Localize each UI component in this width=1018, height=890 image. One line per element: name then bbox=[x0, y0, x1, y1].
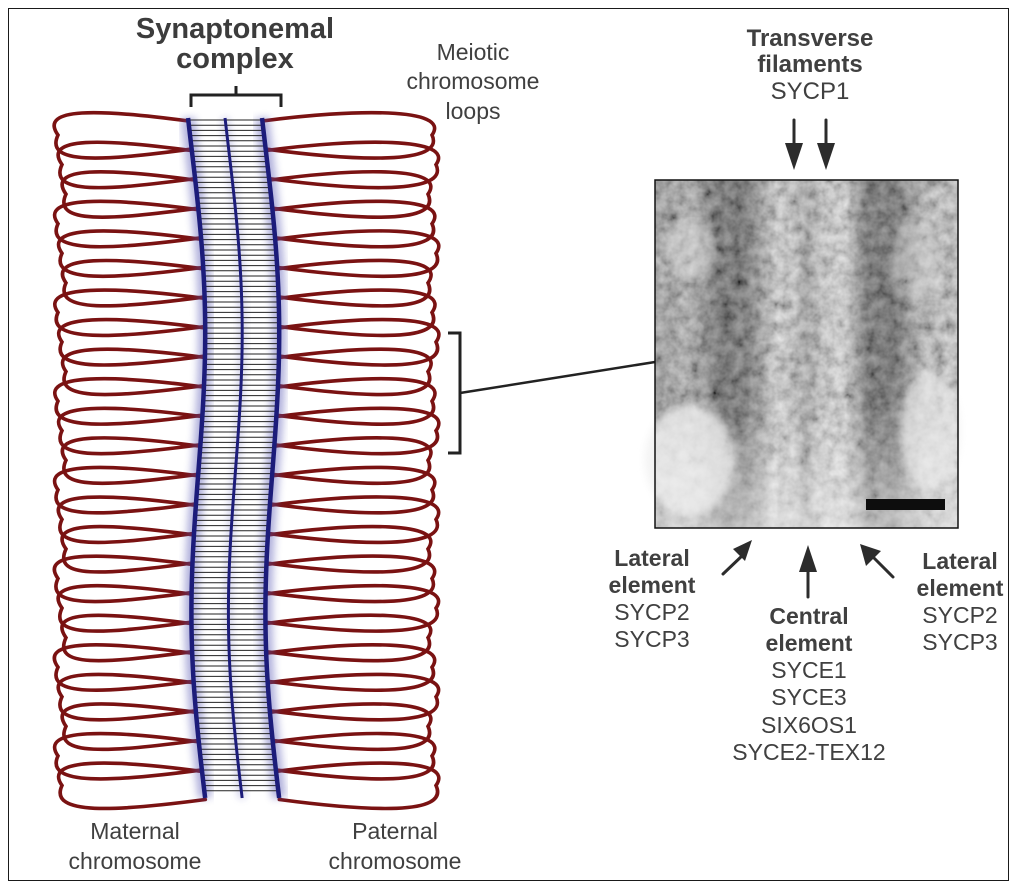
arrow-lateral-left bbox=[723, 540, 752, 574]
maternal-loop bbox=[63, 349, 205, 394]
paternal-loop bbox=[265, 615, 430, 660]
maternal-loop bbox=[59, 763, 206, 808]
maternal-loop bbox=[59, 320, 206, 365]
paternal-loop bbox=[266, 645, 434, 690]
paternal-loop bbox=[276, 379, 435, 424]
paternal-loop bbox=[276, 763, 439, 808]
paternal-loop bbox=[266, 556, 435, 601]
paternal-loop bbox=[272, 438, 431, 483]
paternal-loop bbox=[279, 290, 435, 335]
maternal-label-line2: chromosome bbox=[50, 847, 220, 877]
central-line2: element bbox=[700, 630, 918, 657]
paternal-loop bbox=[268, 497, 439, 542]
paternal-loop bbox=[273, 734, 435, 779]
maternal-loop bbox=[59, 408, 203, 453]
maternal-loop bbox=[55, 379, 204, 424]
paternal-label-line2: chromosome bbox=[308, 847, 482, 877]
tf-protein: SYCP1 bbox=[712, 79, 908, 105]
paternal-loop bbox=[275, 231, 439, 276]
transverse-filaments-label: Transverse filaments SYCP1 bbox=[712, 26, 908, 105]
maternal-loop bbox=[58, 142, 195, 187]
paternal-loop bbox=[277, 260, 431, 305]
maternal-loop bbox=[58, 497, 196, 542]
central-protein-4: SYCE2-TEX12 bbox=[700, 739, 918, 766]
lateral-left-line2: element bbox=[592, 572, 712, 599]
maternal-loop bbox=[58, 674, 196, 719]
maternal-loop bbox=[58, 586, 191, 631]
maternal-loop bbox=[54, 556, 192, 601]
central-protein-3: SIX6OS1 bbox=[700, 712, 918, 739]
lateral-element-left-label: Lateral element SYCP2 SYCP3 bbox=[592, 545, 712, 654]
em-micrograph bbox=[645, 180, 960, 528]
maternal-loop bbox=[59, 231, 204, 276]
central-protein-2: SYCE3 bbox=[700, 684, 918, 711]
paternal-loop bbox=[272, 201, 434, 246]
maternal-loop bbox=[54, 113, 191, 158]
lateral-right-line1: Lateral bbox=[900, 548, 1018, 575]
sc-title-line1: Synaptonemal bbox=[104, 14, 366, 44]
loops-label-line2: chromosome bbox=[382, 67, 564, 96]
sc-title-line2: complex bbox=[104, 44, 366, 74]
paternal-loop bbox=[266, 527, 430, 572]
paternal-loop bbox=[265, 586, 438, 631]
lateral-left-protein-1: SYCP2 bbox=[592, 599, 712, 626]
loops-label: Meiotic chromosome loops bbox=[382, 38, 564, 126]
paternal-label: Paternal chromosome bbox=[308, 817, 482, 877]
central-protein-1: SYCE1 bbox=[700, 657, 918, 684]
paternal-loop bbox=[269, 172, 431, 217]
arrow-lateral-right bbox=[860, 544, 893, 577]
tf-label-line1: Transverse bbox=[712, 26, 908, 52]
arrow-transverse-left bbox=[785, 120, 803, 170]
maternal-loop bbox=[62, 438, 200, 483]
maternal-label-line1: Maternal bbox=[50, 817, 220, 847]
scale-bar bbox=[866, 499, 945, 510]
arrow-central-element bbox=[799, 545, 817, 597]
lateral-left-protein-2: SYCP3 bbox=[592, 626, 712, 653]
paternal-loop bbox=[268, 674, 439, 719]
maternal-loop bbox=[62, 615, 192, 660]
sc-top-bracket bbox=[191, 86, 281, 107]
tf-label-line2: filaments bbox=[712, 52, 908, 78]
sc-title: Synaptonemal complex bbox=[104, 14, 366, 75]
maternal-loop bbox=[55, 734, 202, 779]
maternal-loop bbox=[62, 704, 198, 749]
paternal-loop bbox=[266, 142, 439, 187]
lateral-right-line2: element bbox=[900, 575, 1018, 602]
paternal-loop bbox=[274, 408, 438, 453]
maternal-loop bbox=[54, 645, 193, 690]
central-line1: Central bbox=[700, 603, 918, 630]
maternal-loop bbox=[62, 260, 204, 305]
maternal-label: Maternal chromosome bbox=[50, 817, 220, 877]
paternal-loop bbox=[278, 349, 431, 394]
loops-label-line1: Meiotic bbox=[382, 38, 564, 67]
arrow-transverse-right bbox=[817, 120, 835, 170]
chromosome-loops bbox=[54, 113, 439, 809]
lateral-left-line1: Lateral bbox=[592, 545, 712, 572]
loops-label-line3: loops bbox=[382, 97, 564, 126]
maternal-loop bbox=[55, 201, 201, 246]
paternal-loop bbox=[270, 467, 435, 512]
paternal-label-line1: Paternal bbox=[308, 817, 482, 847]
zoom-connector-line bbox=[460, 362, 655, 393]
maternal-loop bbox=[55, 467, 199, 512]
maternal-loop bbox=[55, 290, 205, 335]
maternal-loop bbox=[62, 527, 194, 572]
paternal-loop bbox=[279, 320, 439, 365]
zoom-bracket bbox=[448, 333, 460, 453]
central-element-label: Central element SYCE1 SYCE3 SIX6OS1 SYCE… bbox=[700, 603, 918, 766]
paternal-loop bbox=[270, 704, 431, 749]
maternal-loop bbox=[62, 172, 198, 217]
